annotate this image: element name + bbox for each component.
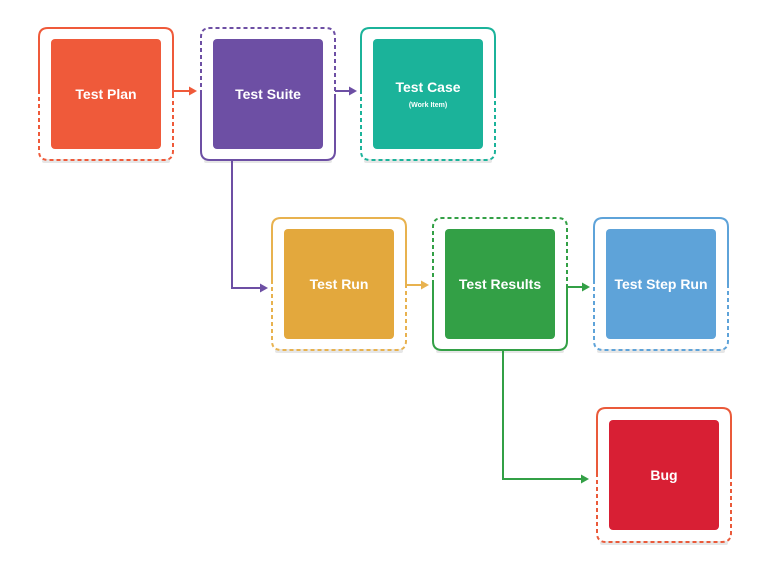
test-suite-frame-bottom xyxy=(200,94,336,161)
test-suite-node: Test Suite xyxy=(201,28,335,160)
connector-line xyxy=(231,160,266,289)
test-suite-label: Test Suite xyxy=(235,86,301,102)
test-results-frame-top xyxy=(432,217,568,284)
bug-label: Bug xyxy=(650,467,678,483)
test-suite-tile: Test Suite xyxy=(213,39,323,149)
test-case-node: Test Case (Work Item) xyxy=(361,28,495,160)
connector-test-results-to-bug xyxy=(502,350,589,484)
connector-test-suite-to-test-run xyxy=(231,160,268,293)
connector-test-suite-to-test-case xyxy=(335,86,357,96)
test-suite-frame xyxy=(200,27,336,161)
test-case-frame-bottom xyxy=(360,94,496,161)
test-plan-frame-bottom xyxy=(38,94,174,161)
test-run-label: Test Run xyxy=(309,276,369,292)
test-run-frame-bottom xyxy=(271,284,407,351)
arrowhead xyxy=(421,280,429,290)
test-case-sublabel: (Work Item) xyxy=(408,102,448,109)
test-plan-tile: Test Plan xyxy=(51,39,161,149)
test-case-label: Test Case xyxy=(395,79,461,95)
test-step-run-frame xyxy=(593,217,729,351)
bug-frame-bottom xyxy=(596,475,732,543)
connector-test-results-to-test-step-run xyxy=(567,282,590,292)
test-case-tile: Test Case (Work Item) xyxy=(373,39,483,149)
bug-tile: Bug xyxy=(609,420,719,530)
arrowhead xyxy=(582,282,590,292)
test-results-tile: Test Results xyxy=(445,229,555,339)
test-plan-node: Test Plan xyxy=(39,28,173,160)
test-results-frame xyxy=(432,217,568,351)
test-step-run-label: Test Step Run xyxy=(614,276,708,292)
test-step-run-frame-top xyxy=(593,217,729,284)
arrowhead xyxy=(260,283,268,293)
connector-test-run-to-test-results xyxy=(406,280,429,290)
test-run-frame-top xyxy=(271,217,407,284)
test-case-frame xyxy=(360,27,496,161)
connector-test-plan-to-test-suite xyxy=(173,86,197,96)
test-plan-label: Test Plan xyxy=(75,86,137,102)
test-step-run-frame-bottom xyxy=(593,284,729,351)
test-run-tile: Test Run xyxy=(284,229,394,339)
test-step-run-node: Test Step Run xyxy=(594,218,728,350)
connector-line xyxy=(502,350,587,480)
test-case-frame-top xyxy=(360,27,496,94)
test-plan-frame xyxy=(38,27,174,161)
test-run-frame xyxy=(271,217,407,351)
arrowhead xyxy=(581,474,589,484)
test-suite-frame-top xyxy=(200,27,336,94)
test-results-frame-bottom xyxy=(432,284,568,351)
test-plan-frame-top xyxy=(38,27,174,94)
arrowhead xyxy=(189,86,197,96)
arrowhead xyxy=(349,86,357,96)
test-results-node: Test Results xyxy=(433,218,567,350)
bug-node: Bug xyxy=(597,408,731,542)
test-results-label: Test Results xyxy=(458,276,542,292)
bug-frame xyxy=(596,407,732,543)
test-run-node: Test Run xyxy=(272,218,406,350)
bug-frame-top xyxy=(596,407,732,475)
test-step-run-tile: Test Step Run xyxy=(606,229,716,339)
